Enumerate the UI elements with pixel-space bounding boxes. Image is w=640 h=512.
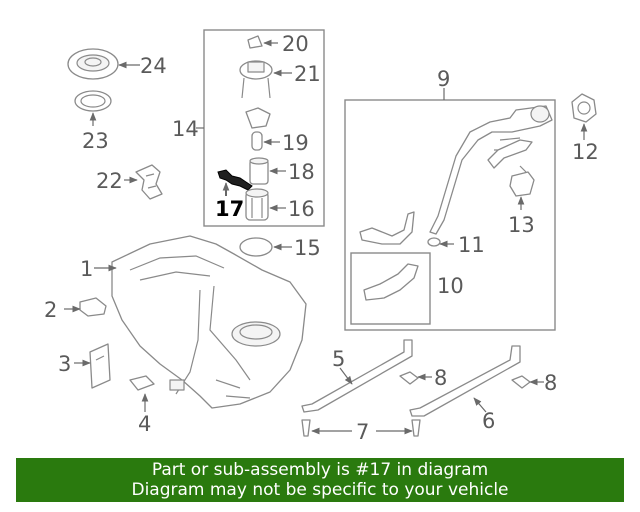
callout-17: 17	[215, 197, 244, 221]
callout-19: 19	[282, 131, 309, 155]
part-5-strap[interactable]	[301, 339, 413, 413]
part-7-bolts[interactable]	[301, 419, 421, 437]
callout-8b: 8	[544, 371, 557, 395]
callout-13: 13	[508, 213, 535, 237]
callout-15: 15	[294, 236, 321, 260]
part-17-harness[interactable]	[217, 169, 253, 191]
part-3-shield[interactable]	[89, 343, 111, 389]
part-2-pad[interactable]	[79, 297, 107, 317]
part-10-hose[interactable]	[363, 263, 419, 301]
callout-12: 12	[572, 140, 599, 164]
callout-10: 10	[437, 274, 464, 298]
part-12-cap[interactable]	[571, 93, 597, 123]
part-8-nut-a[interactable]	[399, 371, 419, 385]
part-4-pad[interactable]	[129, 375, 155, 391]
part-15-ring[interactable]	[239, 237, 273, 257]
callout-7: 7	[356, 420, 369, 444]
callout-8a: 8	[434, 366, 447, 390]
group-box-9	[344, 99, 556, 331]
callout-21: 21	[294, 62, 321, 86]
part-1-fuel-tank[interactable]	[111, 235, 307, 409]
part-22-bracket[interactable]	[135, 164, 163, 200]
pump-sender	[245, 107, 271, 129]
callout-6: 6	[482, 409, 495, 433]
leader-6	[473, 397, 487, 413]
part-24-cover[interactable]	[67, 48, 119, 80]
part-19-sleeve[interactable]	[251, 131, 263, 151]
part-11-clamp[interactable]	[427, 237, 441, 247]
notice-banner: Part or sub-assembly is #17 in diagram D…	[16, 458, 624, 502]
callout-3: 3	[58, 352, 71, 376]
part-20-clip[interactable]	[247, 35, 263, 49]
callout-9: 9	[437, 67, 450, 91]
group-box-10	[350, 252, 431, 325]
leader-5	[339, 367, 353, 385]
callout-5: 5	[332, 347, 345, 371]
callout-23: 23	[82, 129, 109, 153]
callout-18: 18	[288, 160, 315, 184]
callout-22: 22	[96, 169, 123, 193]
callout-11: 11	[458, 233, 485, 257]
part-23-seal[interactable]	[74, 90, 112, 112]
callout-14: 14	[172, 117, 199, 141]
part-9-filler-neck[interactable]	[359, 105, 553, 245]
callout-1: 1	[80, 257, 93, 281]
callout-16: 16	[288, 197, 315, 221]
callout-20: 20	[282, 32, 309, 56]
part-13-valve[interactable]	[509, 165, 535, 197]
banner-line-2: Diagram may not be specific to your vehi…	[131, 480, 509, 500]
part-21-pump-flange[interactable]	[239, 60, 273, 99]
part-18-regulator[interactable]	[249, 157, 269, 185]
callout-4: 4	[138, 412, 151, 436]
callout-24: 24	[140, 54, 167, 78]
part-6-strap[interactable]	[409, 345, 521, 417]
banner-line-1: Part or sub-assembly is #17 in diagram	[151, 460, 489, 480]
callout-2: 2	[44, 298, 57, 322]
part-8-nut-b[interactable]	[511, 375, 531, 389]
part-16-filter[interactable]	[245, 188, 269, 221]
